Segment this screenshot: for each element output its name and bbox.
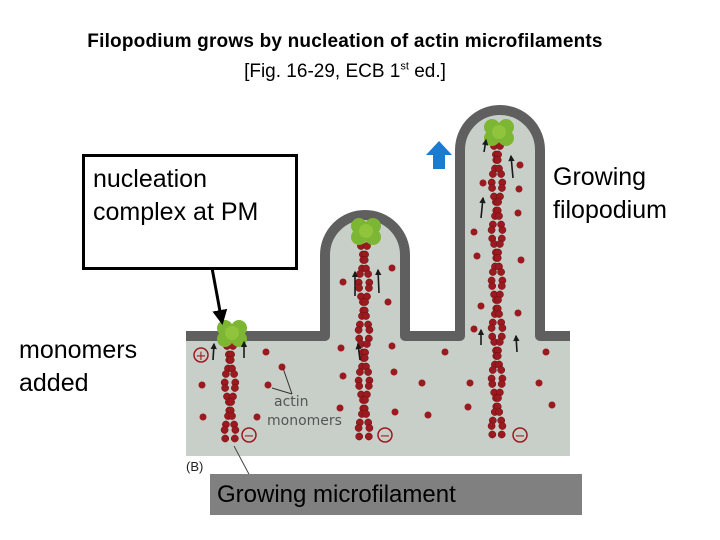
actin-subunit bbox=[226, 356, 235, 364]
actin-subunit bbox=[365, 424, 374, 432]
actin-subunit bbox=[495, 408, 504, 416]
actin-subunit bbox=[355, 382, 364, 390]
growing-microfilament-bar: Growing microfilament bbox=[210, 474, 582, 515]
actin-subunit bbox=[365, 284, 373, 292]
diagram-title: Filopodium grows by nucleation of actin … bbox=[87, 31, 603, 52]
actin-subunit bbox=[495, 310, 503, 318]
growing-filopodium-label: Growing filopodium bbox=[553, 163, 667, 224]
figure-reference-superscript: st bbox=[400, 60, 409, 73]
actin-subunit bbox=[354, 424, 363, 432]
actin-label: actin bbox=[274, 394, 309, 410]
svg-text:−: − bbox=[244, 429, 255, 444]
actin-subunit bbox=[230, 370, 238, 378]
actin-subunit bbox=[489, 268, 497, 276]
actin-subunit bbox=[221, 384, 229, 392]
actin-subunit bbox=[231, 426, 240, 434]
plasma-membrane bbox=[186, 105, 570, 341]
minus-end-marker: − bbox=[241, 427, 257, 444]
actin-subunit bbox=[362, 410, 370, 418]
actin-subunit bbox=[230, 434, 239, 443]
actin-subunit bbox=[487, 324, 496, 332]
actin-monomers-leader bbox=[282, 367, 293, 395]
actin-subunit bbox=[364, 368, 372, 376]
actin-subunit bbox=[494, 394, 502, 402]
figure-reference: [Fig. 16-29, ECB 1st ed.] bbox=[0, 61, 690, 83]
actin-filament-long bbox=[487, 142, 507, 439]
actin-monomers-leader bbox=[271, 387, 293, 395]
actin-subunit bbox=[494, 296, 502, 304]
svg-text:−: − bbox=[515, 429, 526, 444]
actin-subunit bbox=[497, 366, 506, 374]
actin-subunit bbox=[361, 298, 369, 306]
actin-subunit bbox=[362, 312, 370, 320]
actin-subunit bbox=[221, 434, 230, 443]
actin-subunit bbox=[497, 380, 506, 388]
actin-subunit bbox=[493, 352, 502, 360]
plus-end-marker: + bbox=[193, 347, 209, 364]
actin-subunit bbox=[488, 282, 497, 290]
panel-label: (B) bbox=[186, 459, 203, 474]
actin-subunit bbox=[228, 412, 236, 420]
nucleation-complex-label: nucleation complex at PM bbox=[93, 165, 259, 226]
actin-subunit bbox=[354, 326, 363, 334]
actin-subunit bbox=[489, 170, 497, 178]
actin-subunit bbox=[493, 156, 502, 164]
actin-subunit bbox=[222, 370, 230, 378]
actin-subunit bbox=[497, 430, 506, 439]
actin-subunit bbox=[495, 212, 503, 220]
actin-subunit bbox=[494, 198, 502, 206]
actin-subunit bbox=[488, 184, 496, 192]
actin-subunit bbox=[498, 422, 507, 430]
monomers-label: monomers bbox=[267, 413, 342, 429]
actin-subunit bbox=[498, 184, 506, 192]
up-arrow-icon bbox=[426, 141, 452, 169]
actin-subunit bbox=[487, 226, 496, 234]
actin-subunit bbox=[364, 432, 373, 441]
svg-text:+: + bbox=[196, 349, 207, 364]
actin-subunit bbox=[498, 226, 507, 234]
actin-subunit bbox=[227, 398, 235, 406]
actin-subunit bbox=[497, 170, 505, 178]
actin-subunit bbox=[220, 426, 229, 434]
monomers-added-label: monomers added bbox=[19, 336, 138, 397]
actin-subunit bbox=[356, 368, 364, 376]
actin-subunit bbox=[360, 256, 369, 264]
actin-filament-medium bbox=[354, 242, 374, 441]
actin-subunit bbox=[363, 340, 371, 348]
nucleation-complex-icon bbox=[351, 218, 381, 245]
actin-subunit bbox=[497, 282, 506, 290]
actin-subunit bbox=[488, 380, 497, 388]
actin-monomers bbox=[198, 161, 556, 421]
minus-end-marker: − bbox=[377, 427, 393, 444]
actin-subunit bbox=[355, 284, 363, 292]
actin-subunit bbox=[363, 242, 371, 250]
actin-subunit bbox=[356, 270, 364, 278]
actin-filament-short bbox=[220, 342, 240, 443]
actin-subunit bbox=[488, 430, 497, 439]
actin-subunit bbox=[361, 396, 369, 404]
minus-end-marker: − bbox=[512, 427, 528, 444]
actin-subunit bbox=[496, 240, 504, 248]
nucleation-complex-callout: nucleation complex at PM bbox=[82, 154, 298, 270]
figure-reference-main: [Fig. 16-29, ECB 1 bbox=[244, 61, 401, 82]
growing-microfilament-label: Growing microfilament bbox=[217, 481, 456, 508]
actin-subunit bbox=[497, 268, 505, 276]
actin-subunit bbox=[498, 324, 507, 332]
actin-subunit bbox=[365, 326, 374, 334]
figure-reference-end: ed.] bbox=[408, 61, 446, 82]
svg-text:−: − bbox=[380, 429, 391, 444]
actin-subunit bbox=[231, 384, 239, 392]
callout-pointer-arrow bbox=[210, 267, 228, 325]
actin-subunit bbox=[495, 338, 504, 346]
actin-subunit bbox=[360, 354, 369, 362]
growth-arrows bbox=[210, 138, 520, 361]
actin-subunit bbox=[488, 366, 497, 374]
actin-subunit bbox=[355, 432, 364, 441]
actin-subunit bbox=[493, 254, 502, 262]
filament-leader bbox=[233, 445, 252, 479]
actin-subunit bbox=[487, 422, 496, 430]
actin-subunit bbox=[364, 382, 373, 390]
actin-subunit bbox=[364, 270, 372, 278]
